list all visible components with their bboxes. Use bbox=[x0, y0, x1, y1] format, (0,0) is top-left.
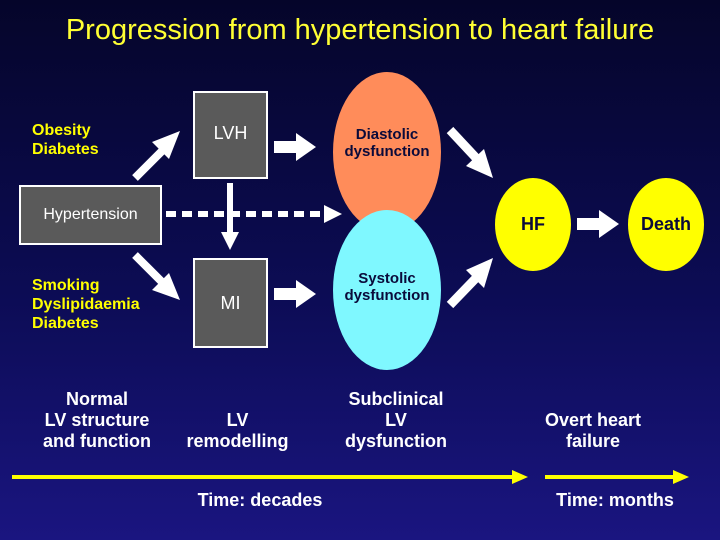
stage-remodelling-line1: LV bbox=[226, 410, 249, 430]
arrow-hf-to-death bbox=[577, 210, 619, 238]
timeline-arrow-decades bbox=[12, 470, 528, 484]
stage-normal-line3: and function bbox=[43, 431, 151, 451]
systolic-dysfunction-node: Systolic dysfunction bbox=[333, 210, 441, 370]
stage-subclinical-line1: Subclinical bbox=[348, 389, 444, 409]
systolic-label: Systolic dysfunction bbox=[344, 270, 430, 304]
timeline-months-label: Time: months bbox=[556, 490, 674, 510]
risk-factor-diabetes-top: Diabetes bbox=[32, 141, 99, 158]
arrow-lvh-to-mi bbox=[221, 183, 239, 250]
risk-factor-obesity: Obesity bbox=[32, 122, 91, 139]
lvh-box: LVH bbox=[193, 91, 268, 179]
diastolic-dysfunction-node: Diastolic dysfunction bbox=[333, 72, 441, 232]
risk-factor-diabetes-bottom: Diabetes bbox=[32, 315, 99, 332]
stage-normal-line1: Normal bbox=[65, 389, 128, 409]
timeline-decades-label: Time: decades bbox=[197, 490, 323, 510]
stage-remodelling-line2: remodelling bbox=[186, 431, 289, 451]
stage-subclinical: Subclinical LV dysfunction bbox=[322, 389, 470, 452]
mi-label: MI bbox=[220, 292, 241, 313]
hypertension-label: Hypertension bbox=[43, 206, 138, 223]
arrow-hypertension-to-mi bbox=[132, 252, 180, 300]
arrow-hypertension-to-diastolic-dotted bbox=[166, 205, 342, 223]
hf-node: HF bbox=[495, 178, 571, 271]
hf-label: HF bbox=[521, 214, 545, 234]
timeline-arrow-months bbox=[545, 470, 689, 484]
arrow-lvh-to-diastolic bbox=[274, 133, 316, 161]
lvh-label: LVH bbox=[213, 123, 248, 143]
risk-factors-bottom: Smoking Dyslipidaemia Diabetes bbox=[32, 276, 140, 333]
diastolic-label: Diastolic dysfunction bbox=[344, 126, 430, 160]
stage-subclinical-line3: dysfunction bbox=[345, 431, 447, 451]
death-label: Death bbox=[640, 214, 691, 234]
stage-subclinical-line2: LV bbox=[385, 410, 407, 430]
page-title: Progression from hypertension to heart f… bbox=[65, 14, 655, 46]
risk-factors-top: Obesity Diabetes bbox=[32, 121, 99, 159]
arrow-mi-to-systolic bbox=[274, 280, 316, 308]
arrow-hypertension-to-lvh bbox=[132, 131, 180, 181]
risk-factor-smoking: Smoking bbox=[32, 277, 100, 294]
risk-factor-dyslipidaemia: Dyslipidaemia bbox=[32, 296, 140, 313]
hypertension-box: Hypertension bbox=[19, 185, 162, 245]
stage-overt-line2: failure bbox=[565, 431, 621, 451]
mi-box: MI bbox=[193, 258, 268, 348]
arrow-diastolic-to-hf bbox=[446, 126, 493, 178]
stage-overt: Overt heart failure bbox=[518, 410, 668, 452]
stage-normal-line2: LV structure bbox=[44, 410, 150, 430]
stage-overt-line1: Overt heart bbox=[544, 410, 642, 430]
stage-normal: Normal LV structure and function bbox=[22, 389, 172, 452]
death-node: Death bbox=[628, 178, 704, 271]
arrow-systolic-to-hf bbox=[446, 258, 493, 309]
stage-remodelling: LV remodelling bbox=[170, 410, 305, 452]
